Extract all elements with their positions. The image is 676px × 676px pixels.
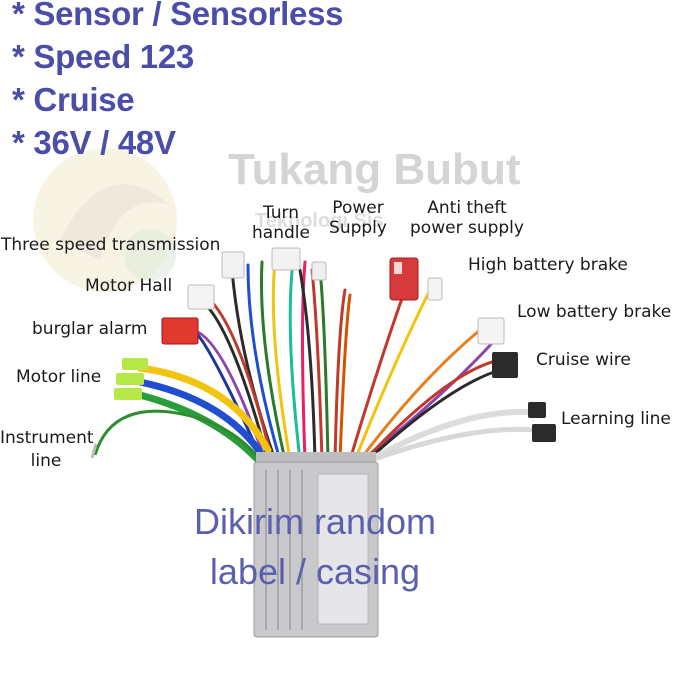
label-low-battery-brake: Low battery brake — [517, 302, 672, 322]
label-three-speed: Three speed transmission — [1, 235, 221, 255]
label-motor-hall: Motor Hall — [85, 276, 173, 296]
overlay-note: Dikirim random label / casing — [193, 501, 437, 592]
watermark-subtitle: Teknologi Sis — [255, 210, 384, 232]
spec-sensor: * Sensor / Sensorless — [12, 0, 344, 32]
watermark-title: Tukang Bubut — [228, 145, 521, 194]
label-turn-handle: Turn handle — [252, 203, 310, 243]
label-learning-line: Learning line — [561, 409, 671, 429]
label-motor-line: Motor line — [16, 367, 102, 387]
label-instrument-line: Instrument line — [0, 428, 94, 471]
label-anti-theft: Anti theft power supply — [410, 198, 524, 238]
label-cruise-wire: Cruise wire — [536, 350, 631, 370]
spec-cruise: * Cruise — [12, 81, 135, 118]
spec-voltage: * 36V / 48V — [12, 124, 176, 161]
spec-speed: * Speed 123 — [12, 38, 194, 75]
label-high-battery-brake: High battery brake — [468, 255, 628, 275]
label-burglar-alarm: burglar alarm — [32, 319, 148, 339]
label-power-supply: Power Supply — [329, 198, 387, 238]
